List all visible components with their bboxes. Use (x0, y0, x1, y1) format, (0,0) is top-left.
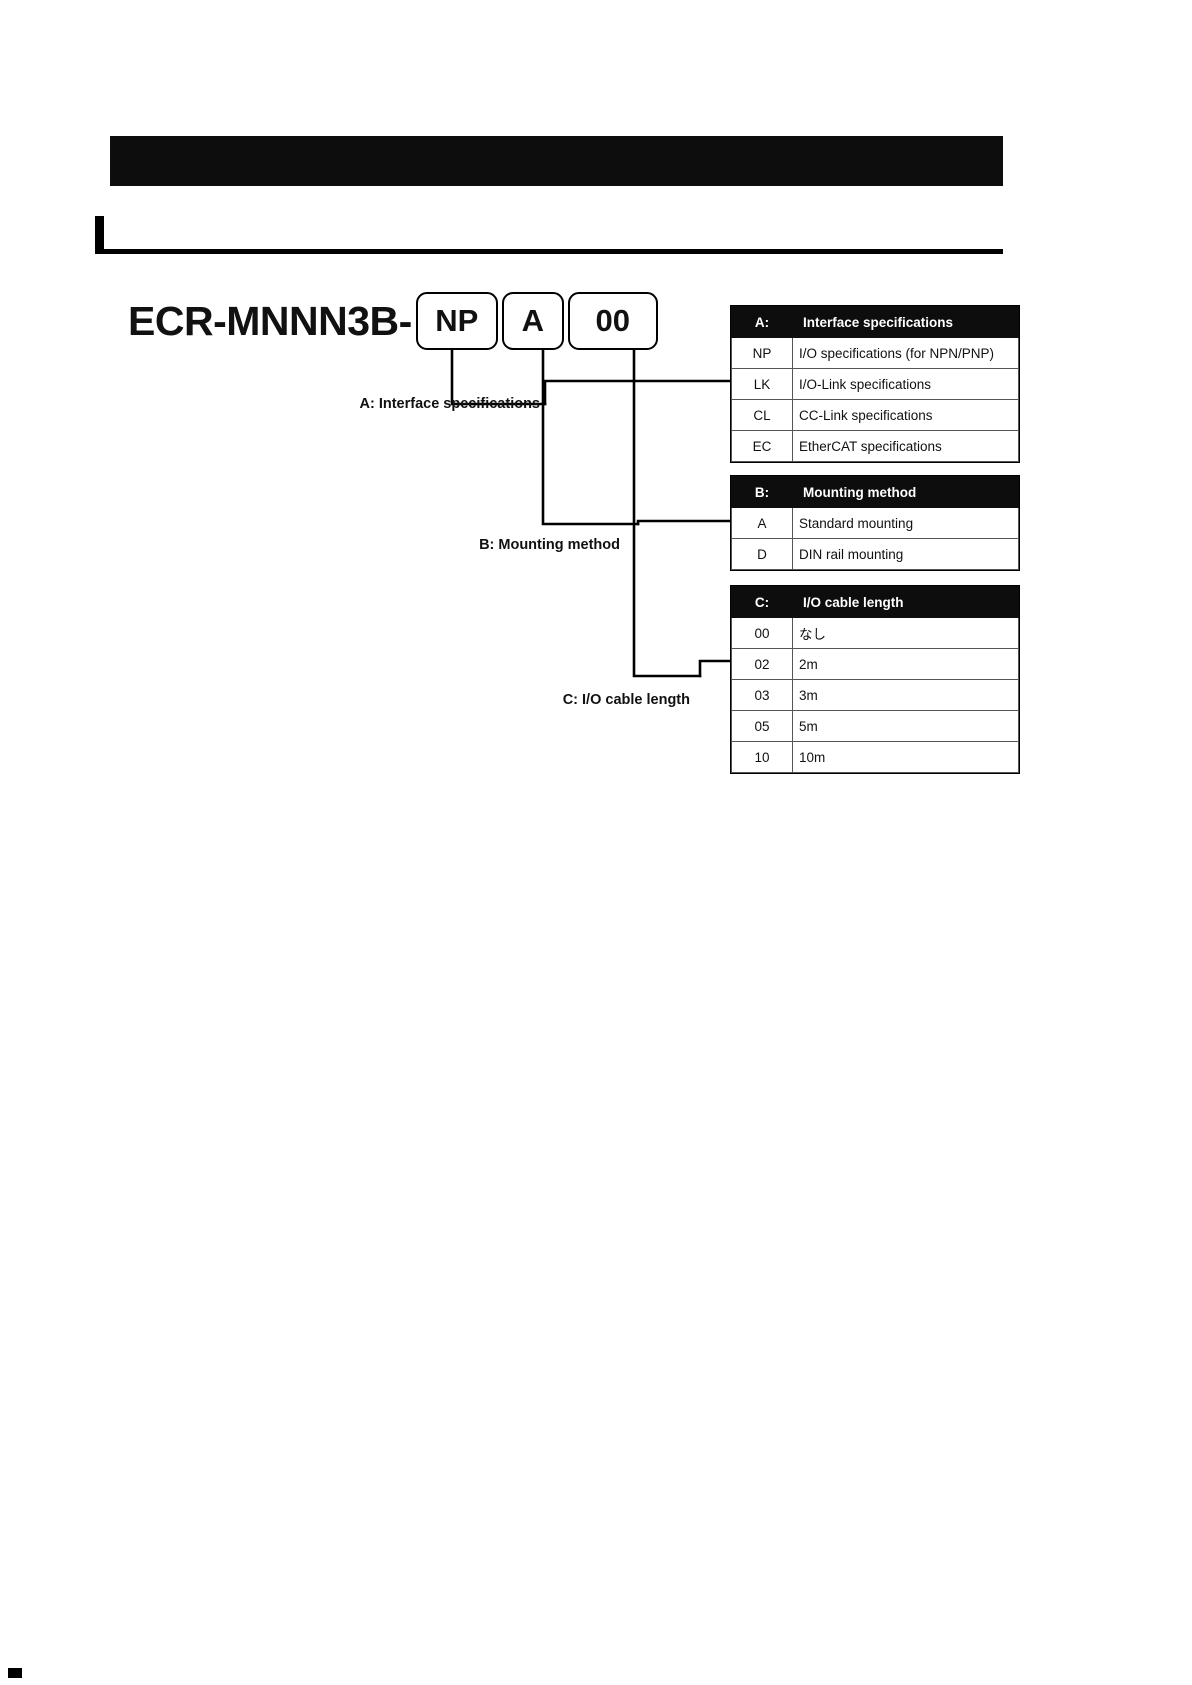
spec-table-mounting: B: Mounting method A Standard mounting D… (730, 475, 1020, 571)
table-row: EC EtherCAT specifications (731, 430, 1019, 462)
table-b-desc-header: Mounting method (792, 476, 1019, 508)
code-box-mounting: A (501, 292, 564, 350)
footer-crop-mark (8, 1668, 22, 1678)
table-row: 05 5m (731, 710, 1019, 742)
table-a-body: NP I/O specifications (for NPN/PNP) LK I… (731, 337, 1019, 462)
section-heading-rule (95, 216, 1003, 254)
cell-desc: 2m (792, 648, 1019, 680)
table-a-code-header: A: (731, 306, 793, 338)
cell-desc: EtherCAT specifications (792, 430, 1019, 462)
table-header-row: A: Interface specifications (731, 306, 1019, 338)
cell-desc: 10m (792, 741, 1019, 773)
cell-desc: DIN rail mounting (792, 538, 1019, 570)
model-number-breakdown: ECR-MNNN3B- NP A 00 (128, 292, 658, 350)
table-row: LK I/O-Link specifications (731, 368, 1019, 400)
callout-label-cable-length: C: I/O cable length (562, 692, 690, 708)
cell-code: A (731, 507, 793, 539)
code-box-interface: NP (415, 292, 498, 350)
callout-label-mounting: B: Mounting method (479, 537, 620, 553)
table-row: D DIN rail mounting (731, 538, 1019, 570)
table-row: CL CC-Link specifications (731, 399, 1019, 431)
cell-code: 05 (731, 710, 793, 742)
table-header-row: B: Mounting method (731, 476, 1019, 508)
table-c-code-header: C: (731, 586, 793, 618)
cell-desc: 5m (792, 710, 1019, 742)
cell-desc: 3m (792, 679, 1019, 711)
table-row: NP I/O specifications (for NPN/PNP) (731, 337, 1019, 369)
callout-label-interface: A: Interface specifications (359, 396, 541, 412)
cell-desc: CC-Link specifications (792, 399, 1019, 431)
spec-table-cable-length: C: I/O cable length 00 なし 02 2m 03 3m (730, 585, 1020, 774)
model-base-code: ECR-MNNN3B- (128, 297, 412, 344)
table-a-desc-header: Interface specifications (792, 306, 1019, 338)
table-header-row: C: I/O cable length (731, 586, 1019, 618)
section-tick-mark (95, 216, 104, 254)
table-c-body: 00 なし 02 2m 03 3m 05 5m 10 10m (731, 617, 1019, 773)
table-row: A Standard mounting (731, 507, 1019, 539)
cell-code: 00 (731, 617, 793, 649)
table-row: 00 なし (731, 617, 1019, 649)
cell-code: 02 (731, 648, 793, 680)
spec-table-interface: A: Interface specifications NP I/O speci… (730, 305, 1020, 463)
header-bar (110, 136, 1003, 186)
cell-code: CL (731, 399, 793, 431)
cell-code: EC (731, 430, 793, 462)
table-row: 10 10m (731, 741, 1019, 773)
cell-desc: I/O specifications (for NPN/PNP) (792, 337, 1019, 369)
cell-desc: I/O-Link specifications (792, 368, 1019, 400)
table-b-body: A Standard mounting D DIN rail mounting (731, 507, 1019, 570)
table-row: 03 3m (731, 679, 1019, 711)
cell-desc: Standard mounting (792, 507, 1019, 539)
section-underline (95, 249, 1003, 254)
table-b-code-header: B: (731, 476, 793, 508)
table-row: 02 2m (731, 648, 1019, 680)
cell-code: NP (731, 337, 793, 369)
cell-desc: なし (792, 617, 1019, 649)
code-box-cable-length: 00 (567, 292, 658, 350)
cell-code: 10 (731, 741, 793, 773)
table-c-desc-header: I/O cable length (792, 586, 1019, 618)
cell-code: LK (731, 368, 793, 400)
cell-code: D (731, 538, 793, 570)
cell-code: 03 (731, 679, 793, 711)
